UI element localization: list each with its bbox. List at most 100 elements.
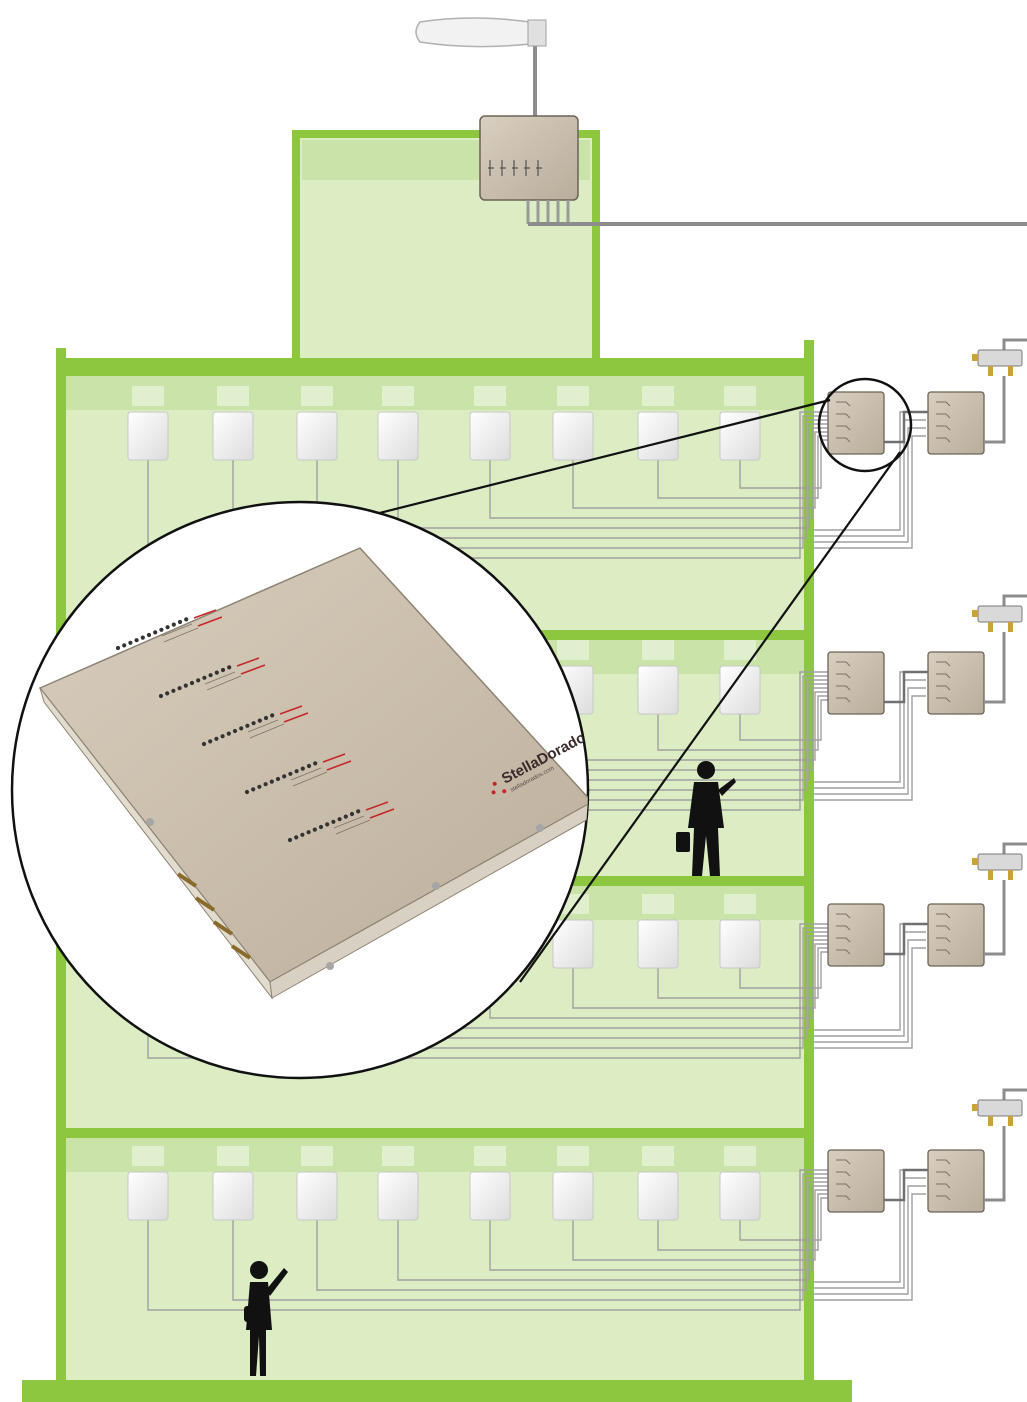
ceiling-antenna-icon — [637, 894, 679, 969]
led-indicator — [165, 691, 170, 696]
led-indicator — [251, 787, 256, 792]
riser-cable — [814, 1185, 926, 1295]
donor-antenna-icon — [415, 17, 546, 48]
riser-cable — [814, 419, 926, 537]
antenna-cable — [657, 695, 828, 751]
amplifier-link-cable — [884, 670, 928, 704]
amplifier-front-side — [269, 801, 588, 999]
donor-antenna-assembly — [415, 17, 1027, 226]
led-indicator — [177, 619, 183, 625]
riser-cable — [814, 931, 926, 1037]
riser-cable — [814, 687, 926, 795]
riser-cable — [814, 1193, 926, 1301]
roof-slab — [56, 358, 814, 376]
led-indicator — [263, 715, 269, 721]
antenna-cable — [739, 439, 828, 489]
riser-cable — [814, 435, 926, 549]
riser-cable — [814, 427, 926, 543]
led-indicator — [189, 680, 195, 686]
rooftop-wall-right — [592, 130, 600, 362]
ceiling-antenna-icon — [552, 386, 594, 461]
amplifier-mounting-feet — [146, 818, 544, 970]
led-indicator — [202, 675, 207, 680]
led-indicator — [300, 766, 305, 771]
led-indicator — [251, 721, 256, 726]
led-indicator — [208, 739, 213, 744]
ceiling-antenna-icon — [719, 894, 761, 969]
led-indicator — [220, 734, 225, 739]
ceiling-antenna-icon — [719, 1146, 761, 1221]
led-indicator — [337, 817, 342, 822]
led-indicator — [349, 811, 355, 817]
antenna-cable — [739, 951, 828, 989]
antenna-cable — [397, 423, 828, 529]
led-indicator — [159, 627, 164, 632]
antenna-bracket-icon — [527, 19, 547, 47]
antenna-cable — [489, 427, 828, 519]
led-indicator — [263, 782, 268, 787]
led-indicator — [356, 809, 361, 814]
led-indicator — [270, 713, 275, 718]
led-indicator — [171, 622, 176, 627]
led-indicator — [306, 763, 312, 769]
amplifier-link-cable — [884, 410, 928, 444]
ceiling-antenna-icon — [296, 1146, 338, 1221]
antenna-cable — [397, 1181, 828, 1281]
amplifier-link-cable — [884, 922, 928, 956]
line-amplifier-icon — [827, 1149, 885, 1213]
led-indicator — [239, 726, 244, 731]
antenna-cable — [739, 1197, 828, 1241]
ceiling-antenna-icon — [637, 386, 679, 461]
line-amplifier-icon — [827, 903, 885, 967]
led-indicator — [165, 625, 170, 630]
led-indicator — [146, 632, 152, 638]
led-indicator — [140, 635, 145, 640]
antenna-cable — [657, 947, 828, 999]
led-indicator — [294, 835, 299, 840]
led-indicator — [134, 638, 139, 643]
led-indicator — [171, 688, 176, 693]
led-indicator — [153, 630, 158, 635]
led-indicator — [184, 617, 189, 622]
led-indicator — [325, 822, 330, 827]
led-indicator — [331, 819, 336, 824]
led-indicator — [214, 670, 219, 675]
splitter-icon — [972, 842, 1027, 956]
led-indicator — [318, 824, 324, 830]
led-indicator — [313, 761, 318, 766]
led-indicator — [288, 771, 293, 776]
led-indicator — [245, 723, 250, 728]
antenna-cable — [316, 1177, 828, 1291]
status-label-mark — [322, 753, 352, 771]
antenna-cable — [147, 1169, 828, 1311]
riser-cable — [814, 939, 926, 1043]
antenna-cable — [657, 1193, 828, 1251]
ceiling-antenna-icon — [469, 1146, 511, 1221]
led-indicator — [214, 736, 219, 741]
floor-1 — [127, 1088, 1027, 1311]
booster-amplifier-icon — [927, 903, 985, 967]
trunk-cables — [526, 200, 1027, 226]
led-indicator — [257, 718, 262, 723]
led-indicator — [220, 667, 226, 673]
led-indicator — [227, 665, 232, 670]
floor-band-1 — [66, 1138, 806, 1172]
wall-right — [804, 340, 814, 1388]
ceiling-antenna-icon — [377, 386, 419, 461]
antenna-cable — [739, 699, 828, 741]
booster-amplifier-icon — [927, 651, 985, 715]
status-label-mark — [279, 705, 309, 723]
floor-slab-1 — [66, 1128, 806, 1138]
floor-4 — [127, 338, 1027, 559]
amplifier-callout: StellaDorados stelladorados.com — [10, 377, 913, 1080]
led-indicator — [122, 643, 127, 648]
led-indicator — [201, 741, 207, 747]
led-indicator — [287, 837, 293, 843]
led-indicator — [244, 789, 250, 795]
status-label-mark — [365, 801, 395, 819]
ceiling-antenna-icon — [212, 386, 254, 461]
led-indicator — [282, 774, 287, 779]
antenna-cable — [572, 1189, 828, 1261]
booster-amplifier-icon — [927, 1149, 985, 1213]
